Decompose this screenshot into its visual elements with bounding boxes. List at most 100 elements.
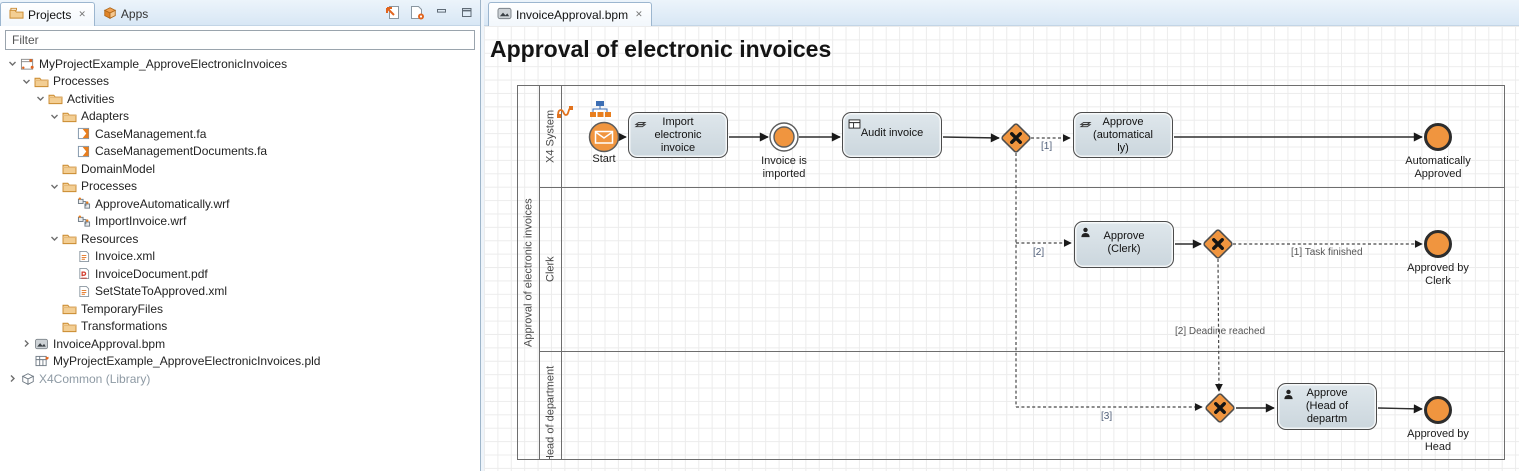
chevron-spacer: [62, 145, 75, 158]
tree-item[interactable]: Processes: [0, 178, 480, 196]
tab-apps-label: Apps: [120, 7, 149, 21]
tab-apps[interactable]: Apps: [95, 2, 156, 26]
chevron-collapsed-icon[interactable]: [6, 372, 19, 385]
chevron-collapsed-icon[interactable]: [20, 337, 33, 350]
flow-approvehead-to-end[interactable]: [1377, 404, 1423, 414]
start-event[interactable]: [588, 121, 620, 153]
edge-label-branch2: [2]: [1033, 247, 1045, 258]
lane-clerk-label: Clerk: [544, 256, 557, 283]
end-event-automatically-approved[interactable]: [1424, 123, 1452, 151]
tree-item[interactable]: InvoiceDocument.pdf: [0, 265, 480, 283]
chevron-spacer: [48, 302, 61, 315]
tree-item[interactable]: DomainModel: [0, 160, 480, 178]
tree-item[interactable]: ApproveAutomatically.wrf: [0, 195, 480, 213]
project-tree: MyProjectExample_ApproveElectronicInvoic…: [0, 53, 480, 388]
tree-item[interactable]: Resources: [0, 230, 480, 248]
service-task-icon: [634, 116, 647, 134]
chevron-expanded-icon[interactable]: [34, 92, 47, 105]
tree-item[interactable]: Activities: [0, 90, 480, 108]
tree-item-label: Processes: [53, 74, 110, 89]
apps-tab-icon: [103, 6, 117, 23]
chevron-expanded-icon[interactable]: [48, 180, 61, 193]
tree-item[interactable]: MyProjectExample_ApproveElectronicInvoic…: [0, 353, 480, 371]
tree-item[interactable]: Processes: [0, 73, 480, 91]
lane-head-of-department[interactable]: Head of department: [540, 352, 562, 460]
library-icon: [19, 371, 36, 386]
invoice-imported-label: Invoice is imported: [761, 155, 807, 180]
new-bpm-file-icon[interactable]: [408, 4, 426, 21]
tree-item[interactable]: MyProjectExample_ApproveElectronicInvoic…: [0, 55, 480, 73]
gateway-exclusive-2[interactable]: [1203, 229, 1233, 259]
gateway-exclusive-3[interactable]: [1205, 393, 1235, 423]
tree-item-label: X4Common (Library): [39, 371, 151, 386]
chevron-expanded-icon[interactable]: [20, 75, 33, 88]
folder-icon: [61, 109, 78, 124]
edge-label-branch1: [1]: [1041, 141, 1053, 152]
lane-x4-system[interactable]: X4 System: [540, 86, 562, 188]
chevron-expanded-icon[interactable]: [48, 232, 61, 245]
tree-item[interactable]: TemporaryFiles: [0, 300, 480, 318]
task-label-line: (Head of: [1305, 400, 1349, 412]
lane-head-of-department-label: Head of department: [544, 365, 557, 460]
tree-item-label: ImportInvoice.wrf: [95, 214, 187, 229]
project-icon: [19, 56, 36, 71]
chevron-spacer: [48, 320, 61, 333]
chevron-spacer: [20, 355, 33, 368]
chevron-expanded-icon[interactable]: [48, 110, 61, 123]
end-event-approved-by-head[interactable]: [1424, 396, 1452, 424]
lane-clerk[interactable]: Clerk: [540, 188, 562, 352]
tree-item-label: Transformations: [81, 319, 168, 334]
pool-label-strip[interactable]: Approval of electronic invoices: [518, 86, 540, 459]
tab-invoiceapproval-bpm[interactable]: InvoiceApproval.bpm ✕: [488, 2, 652, 26]
editor-tabbar: InvoiceApproval.bpm ✕: [484, 0, 1519, 26]
tree-item[interactable]: Adapters: [0, 108, 480, 126]
filter-input[interactable]: [5, 30, 475, 50]
chevron-spacer: [62, 267, 75, 280]
maximize-icon[interactable]: [458, 4, 476, 21]
tree-item[interactable]: CaseManagementDocuments.fa: [0, 143, 480, 161]
lane-clerk-body[interactable]: [562, 188, 1504, 352]
tab-projects[interactable]: Projects ✕: [0, 2, 95, 26]
close-icon[interactable]: ✕: [635, 9, 643, 19]
task-import-electronic-invoice[interactable]: Import electronic invoice: [628, 112, 728, 158]
approved-by-head-label: Approved by Head: [1407, 428, 1469, 453]
lane-x4-system-body[interactable]: [562, 86, 1504, 188]
chevron-spacer: [62, 285, 75, 298]
tree-item[interactable]: SetStateToApproved.xml: [0, 283, 480, 301]
task-audit-invoice[interactable]: Audit invoice: [842, 112, 942, 158]
pool-approval-of-electronic-invoices[interactable]: Approval of electronic invoices X4 Syste…: [517, 85, 1505, 460]
tree-item[interactable]: InvoiceApproval.bpm: [0, 335, 480, 353]
link-with-editor-icon[interactable]: [383, 4, 401, 21]
tree-item[interactable]: CaseManagement.fa: [0, 125, 480, 143]
end-event-approved-by-clerk[interactable]: [1424, 230, 1452, 258]
flow-gateway2-deadline[interactable]: [1215, 258, 1223, 392]
task-approve-head-of-department[interactable]: Approve (Head of departm: [1277, 383, 1377, 430]
tab-projects-label: Projects: [28, 7, 72, 22]
intermediate-event-invoice-imported[interactable]: [769, 122, 799, 152]
minimize-icon[interactable]: [433, 4, 451, 21]
gateway-exclusive-1[interactable]: [1001, 123, 1031, 153]
projects-tab-icon: [9, 6, 24, 23]
close-icon[interactable]: ✕: [78, 9, 86, 19]
xml-file-icon: [75, 249, 92, 264]
lane-x4-system-label: X4 System: [544, 109, 557, 164]
service-task-icon: [1079, 116, 1092, 134]
projects-view-panel: Projects ✕ Apps: [0, 0, 481, 471]
task-approve-clerk[interactable]: Approve (Clerk): [1074, 221, 1174, 268]
message-icon: [594, 130, 614, 144]
editor-tab-label: InvoiceApproval.bpm: [516, 7, 629, 22]
flow-audit-to-gateway1[interactable]: [942, 133, 1000, 143]
x-mark-icon: [1212, 238, 1224, 250]
bpm-editor: InvoiceApproval.bpm ✕: [484, 0, 1519, 471]
tree-item[interactable]: ImportInvoice.wrf: [0, 213, 480, 231]
tree-item[interactable]: Transformations: [0, 318, 480, 336]
tree-item[interactable]: X4Common (Library): [0, 370, 480, 388]
diagram-canvas[interactable]: [484, 26, 1519, 471]
chevron-expanded-icon[interactable]: [6, 57, 19, 70]
tree-item[interactable]: Invoice.xml: [0, 248, 480, 266]
task-label-line: (automatical: [1093, 129, 1153, 141]
tree-item-label: Processes: [81, 179, 138, 194]
task-approve-automatically[interactable]: Approve (automatical ly): [1073, 112, 1173, 158]
